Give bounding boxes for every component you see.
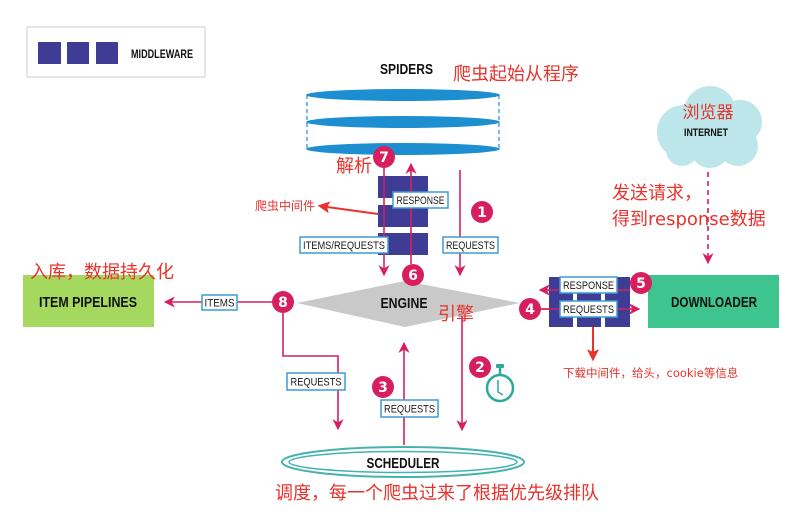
step-badge-1: 1 <box>471 201 493 223</box>
spiders-component: SPIDERS <box>306 61 500 155</box>
label-text: REQUESTS <box>291 377 342 389</box>
scheduler-inner-ring <box>288 450 518 474</box>
annotation-engine: 引擎 <box>438 304 474 325</box>
spiders-title: SPIDERS <box>380 61 433 78</box>
spider-layer <box>306 143 500 155</box>
step-badge-7: 7 <box>373 146 395 168</box>
label-text: RESPONSE <box>397 195 445 207</box>
item-pipelines-component: ITEM PIPELINES <box>23 275 154 327</box>
legend-middleware-swatch <box>67 42 89 64</box>
internet-title: INTERNET <box>684 127 728 139</box>
step-number: 7 <box>379 150 389 166</box>
annotation-send-request-line2: 得到response数据 <box>612 209 766 230</box>
label-downloader-response: RESPONSE <box>559 276 618 294</box>
label-pipeline-items: ITEMS <box>201 294 238 311</box>
item-pipelines-title: ITEM PIPELINES <box>39 294 137 311</box>
step-number: 2 <box>475 360 485 376</box>
label-spider-response: RESPONSE <box>392 191 449 209</box>
downloader-component: DOWNLOADER <box>648 275 779 328</box>
annotation-spiders: 爬虫起始从程序 <box>453 64 579 85</box>
label-text: REQUESTS <box>563 304 614 316</box>
annotation-spider-middleware: 爬虫中间件 <box>255 198 315 213</box>
downloader-title: DOWNLOADER <box>671 294 757 311</box>
annotation-downloader-middleware: 下载中间件，给头，cookie等信息 <box>563 366 738 380</box>
step-number: 8 <box>278 295 288 311</box>
step-number: 4 <box>525 302 535 318</box>
scheduler-title: SCHEDULER <box>367 455 440 472</box>
annotation-pointer-arrow <box>317 201 379 215</box>
label-text: ITEMS/REQUESTS <box>303 240 385 252</box>
spider-layer <box>306 116 500 128</box>
annotation-scheduler: 调度，每一个爬虫过来了根据优先级排队 <box>275 483 599 504</box>
stopwatch-icon <box>485 364 515 403</box>
step-number: 6 <box>408 268 418 284</box>
label-spider-items-requests: ITEMS/REQUESTS <box>299 236 389 254</box>
step-badge-2: 2 <box>469 356 491 378</box>
label-text: REQUESTS <box>384 404 435 416</box>
label-text: RESPONSE <box>563 280 614 292</box>
downloader-box <box>648 275 779 328</box>
annotation-pipelines: 入库，数据持久化 <box>30 262 174 283</box>
label-scheduler-to-engine-requests: REQUESTS <box>380 399 439 418</box>
annotation-send-request-line1: 发送请求， <box>612 183 702 204</box>
flow-arrow-step8-requests <box>282 313 344 431</box>
middleware-block <box>378 233 428 255</box>
legend-label: MIDDLEWARE <box>131 47 193 61</box>
spider-layer <box>306 89 500 101</box>
step-number: 5 <box>636 276 646 292</box>
label-spider-requests: REQUESTS <box>442 236 499 254</box>
step-badge-3: 3 <box>372 376 394 398</box>
label-text: ITEMS <box>205 298 235 310</box>
legend-middleware-swatch <box>38 42 61 64</box>
engine-component: ENGINE <box>297 281 520 327</box>
legend: MIDDLEWARE <box>26 26 206 78</box>
label-engine-to-scheduler-requests: REQUESTS <box>286 372 346 391</box>
label-downloader-requests: REQUESTS <box>559 300 618 318</box>
engine-shape <box>297 281 520 327</box>
step-number: 1 <box>477 205 487 221</box>
step-badge-4: 4 <box>519 298 541 320</box>
cloud-icon <box>657 86 762 168</box>
step-badge-6: 6 <box>402 264 424 286</box>
legend-middleware-swatch <box>96 42 118 64</box>
annotation-parse: 解析 <box>336 156 372 177</box>
engine-title: ENGINE <box>381 295 428 312</box>
step-badge-8: 8 <box>272 291 294 313</box>
middleware-block <box>378 205 428 227</box>
scheduler-outer-ring <box>281 446 525 478</box>
step-number: 3 <box>378 380 388 396</box>
step-badge-5: 5 <box>630 272 652 294</box>
annotation-browser: 浏览器 <box>683 103 734 123</box>
scheduler-component: SCHEDULER <box>281 446 525 478</box>
label-text: REQUESTS <box>446 240 495 252</box>
item-pipelines-box <box>23 275 154 327</box>
